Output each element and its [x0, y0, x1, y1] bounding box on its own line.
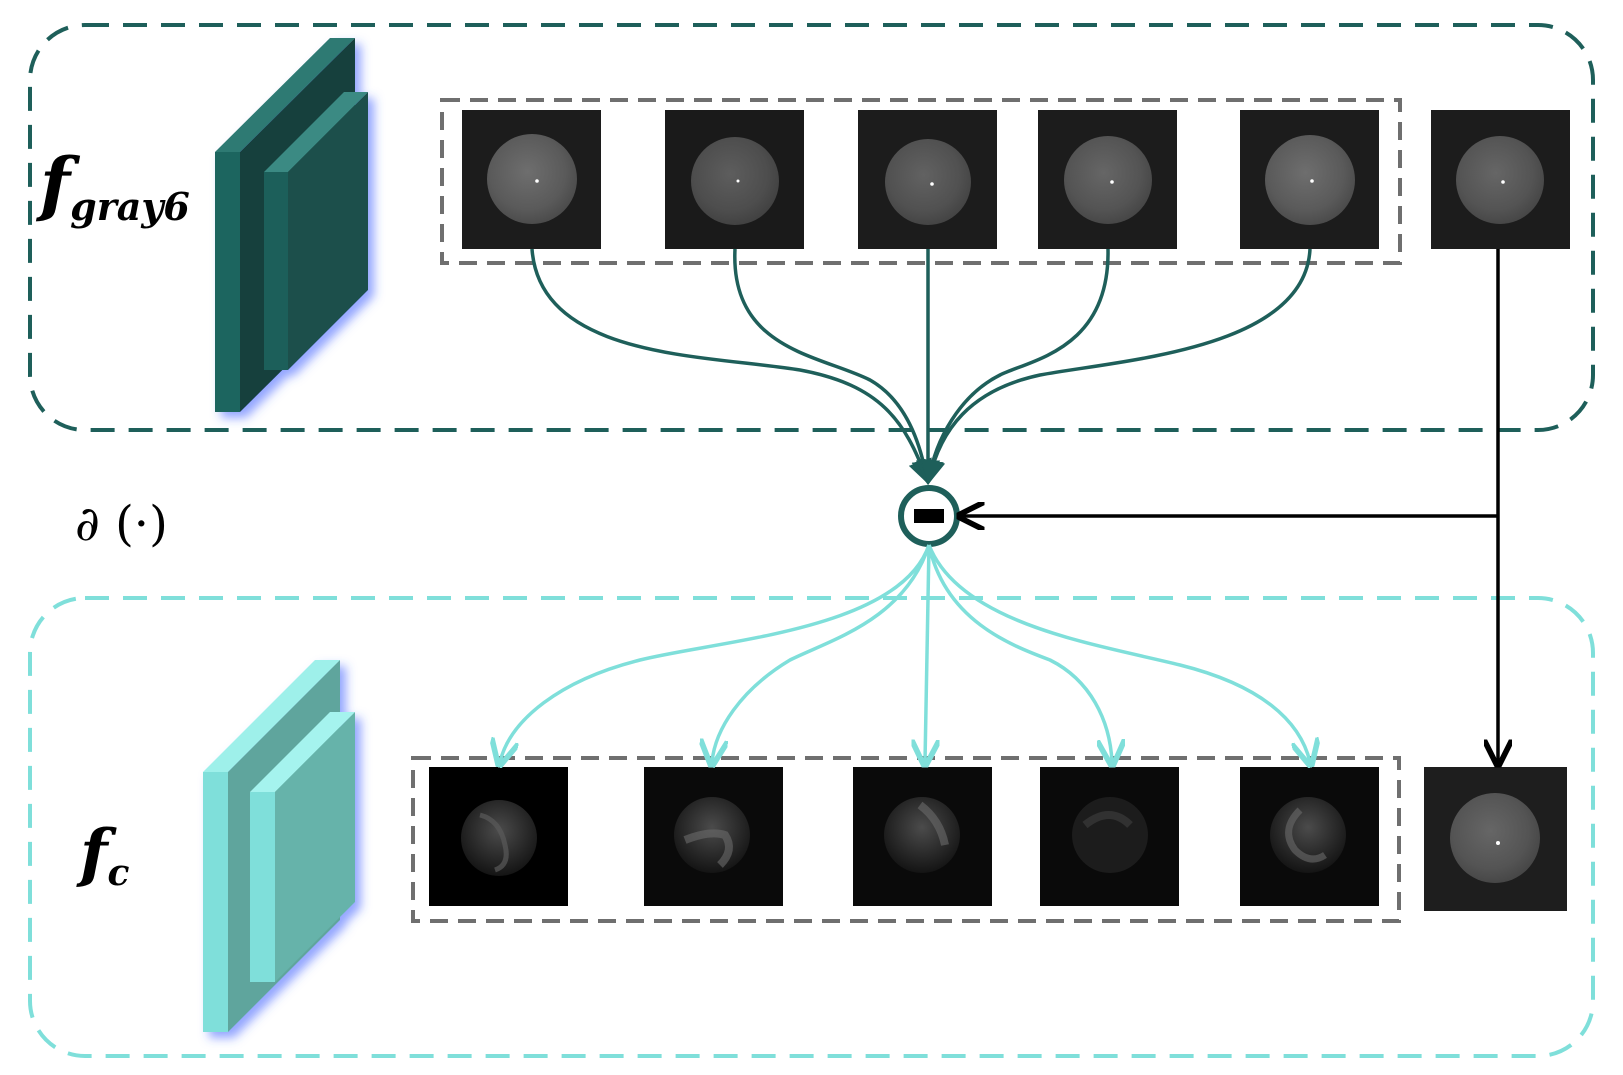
top-frame-image [665, 110, 804, 249]
arrow-path [921, 248, 1312, 485]
top-frames [462, 110, 1379, 249]
top-feature-block [215, 38, 368, 412]
bottom-feature-label: fc [76, 816, 130, 894]
difference-frame-image [429, 767, 568, 906]
difference-frame-image [1240, 767, 1379, 906]
difference-frame-image [853, 767, 992, 906]
operator-to-bottom-arrows [500, 544, 1310, 762]
top-frame-image [462, 110, 601, 249]
top-frame-group [440, 98, 1402, 265]
bottom-reference-frame-image [1424, 767, 1567, 911]
arrow-path [530, 248, 932, 485]
bottom-region [28, 596, 1595, 1058]
arrow-path [927, 544, 1112, 762]
difference-frame-image [1040, 767, 1179, 906]
top-frame-image [1038, 110, 1177, 249]
difference-frame-image [644, 767, 783, 906]
top-to-operator-arrows [530, 248, 1312, 485]
top-region [28, 23, 1595, 432]
arrow-path [925, 544, 929, 762]
top-feature-label: fgray6 [35, 142, 190, 229]
minus-in-circle-icon [898, 485, 960, 547]
bottom-frame-group [411, 756, 1401, 923]
arrow-path [712, 544, 931, 762]
arrow-path [919, 248, 1110, 485]
arrow-path [733, 248, 936, 485]
top-frame-image [1240, 110, 1379, 249]
reference-arrows [962, 249, 1498, 762]
arrow-path [927, 544, 1310, 762]
bottom-feature-block [203, 660, 355, 1032]
top-frame-image [858, 110, 997, 249]
operator-label: ∂ (·) [75, 496, 168, 552]
arrow-path [500, 544, 931, 762]
reference-frame-image [1431, 110, 1570, 249]
bottom-frames [429, 767, 1379, 906]
